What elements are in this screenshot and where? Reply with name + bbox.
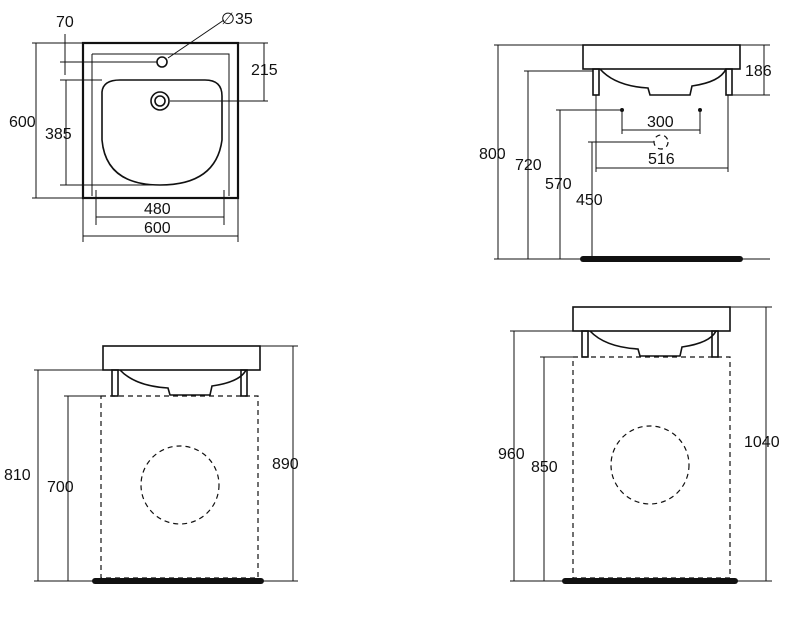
bolt-right-icon xyxy=(698,108,702,112)
tap-offset-label: 215 xyxy=(251,62,278,79)
depth-label: 600 xyxy=(9,114,36,131)
rim-height-label: 800 xyxy=(479,146,506,163)
waste-outlet-icon xyxy=(150,91,170,111)
bowl-depth-label: 385 xyxy=(45,126,72,143)
height-top-label: 186 xyxy=(745,63,772,80)
knee-height-label-high: 850 xyxy=(531,459,558,476)
bracket-right-high xyxy=(711,330,719,358)
knee-space-low xyxy=(100,395,259,579)
basin-bowl-high xyxy=(589,330,717,357)
bolt-left-icon xyxy=(620,108,624,112)
wheelchair-circle-icon xyxy=(610,425,690,505)
width-label: 600 xyxy=(144,220,171,237)
waste-pipe-icon xyxy=(653,134,669,150)
knee-height-label-low: 700 xyxy=(47,479,74,496)
knee-space-high xyxy=(572,356,731,579)
basin-bowl-side xyxy=(599,68,727,96)
bracket-left-low xyxy=(111,369,119,397)
rim-height-label-low: 890 xyxy=(272,456,299,473)
rim-height-label-high: 1040 xyxy=(744,434,780,451)
basin-inner-rim xyxy=(91,53,230,196)
bracket-height-label: 720 xyxy=(515,157,542,174)
bracket-right-low xyxy=(240,369,248,397)
bracket-right xyxy=(725,68,733,96)
bowl-outline xyxy=(101,79,223,186)
tap-dim-label: 70 xyxy=(56,14,74,31)
waste-height-label: 450 xyxy=(576,192,603,209)
hole-diameter-label: ∅35 xyxy=(221,11,253,28)
wheelchair-circle-icon xyxy=(140,445,220,525)
top-view: 70 ∅35 215 600 385 480 600 xyxy=(9,11,278,242)
waste-outlet-inner-icon xyxy=(154,95,166,107)
bracket-spacing-label: 300 xyxy=(647,114,674,131)
underside-height-label-low: 810 xyxy=(4,467,31,484)
tap-hole-icon xyxy=(156,56,168,68)
side-view: 186 300 516 800 720 570 450 xyxy=(479,44,772,262)
waste-spacing-label: 516 xyxy=(648,151,675,168)
basin-rim-low xyxy=(102,345,261,371)
bracket-left xyxy=(592,68,600,96)
basin-rim-high xyxy=(572,306,731,332)
basin-rim-side xyxy=(582,44,741,70)
wheelchair-view-high: 960 850 1040 xyxy=(498,306,780,584)
wheelchair-view-low: 810 700 890 xyxy=(4,345,299,584)
underside-height-label-high: 960 xyxy=(498,446,525,463)
bracket-left-high xyxy=(581,330,589,358)
basin-bowl-low xyxy=(119,369,247,396)
bolt-height-label: 570 xyxy=(545,176,572,193)
bowl-width-label: 480 xyxy=(144,201,171,218)
basin-outline-top xyxy=(81,41,240,200)
